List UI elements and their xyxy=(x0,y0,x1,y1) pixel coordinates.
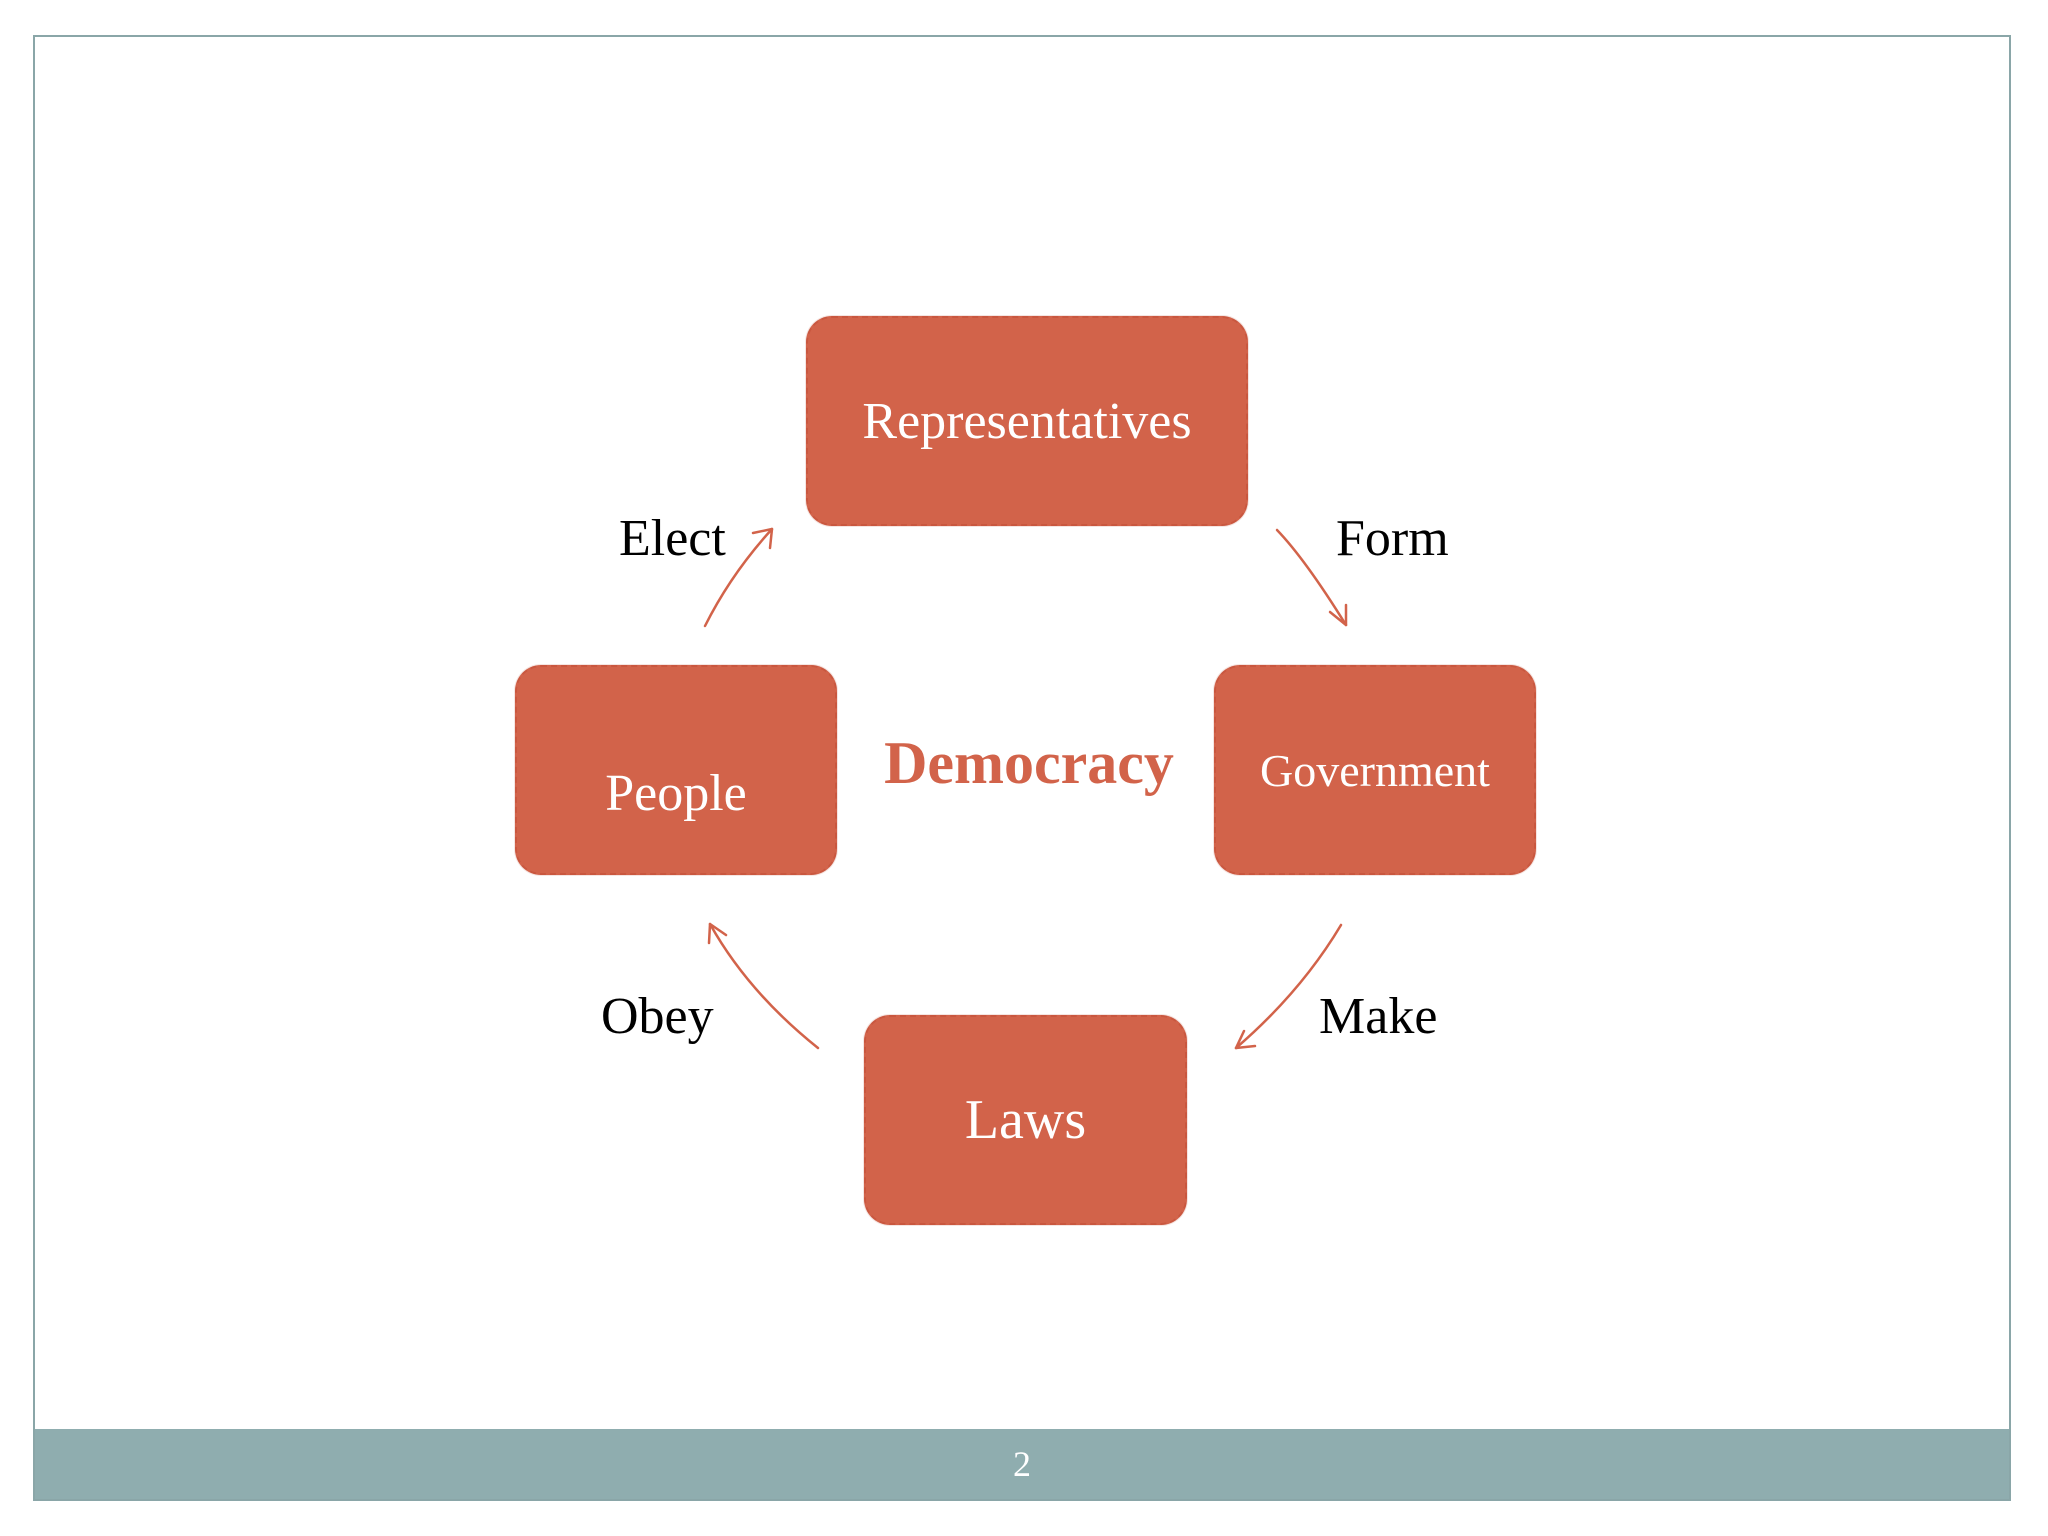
arrow-form-head xyxy=(1328,603,1348,627)
node-government: Government xyxy=(1214,665,1536,875)
center-label-democracy: Democracy xyxy=(884,730,1174,796)
node-laws: Laws xyxy=(864,1015,1187,1225)
node-people: People xyxy=(515,665,837,875)
arrow-obey-head xyxy=(707,922,728,945)
node-laws-label: Laws xyxy=(964,1089,1087,1151)
node-representatives-label: Representatives xyxy=(862,392,1192,450)
edge-label-obey: Obey xyxy=(601,988,714,1045)
arrow-obey xyxy=(708,922,820,1050)
slide: Representatives Government Laws People D… xyxy=(33,35,2011,1501)
arrow-make-head xyxy=(1234,1029,1257,1050)
arrow-elect-head xyxy=(751,527,774,550)
edge-label-elect: Elect xyxy=(619,510,726,567)
node-people-label: People xyxy=(605,765,747,822)
page-number: 2 xyxy=(1013,1444,1031,1484)
node-representatives: Representatives xyxy=(806,316,1248,526)
arrow-make xyxy=(1234,923,1343,1050)
edge-label-make: Make xyxy=(1319,988,1438,1045)
edge-label-form: Form xyxy=(1336,510,1449,567)
arrow-form xyxy=(1275,528,1348,627)
footer-bar: 2 xyxy=(35,1429,2009,1499)
cycle-arrows xyxy=(703,527,1348,1050)
arrow-elect xyxy=(703,527,774,628)
node-government-label: Government xyxy=(1260,744,1490,796)
